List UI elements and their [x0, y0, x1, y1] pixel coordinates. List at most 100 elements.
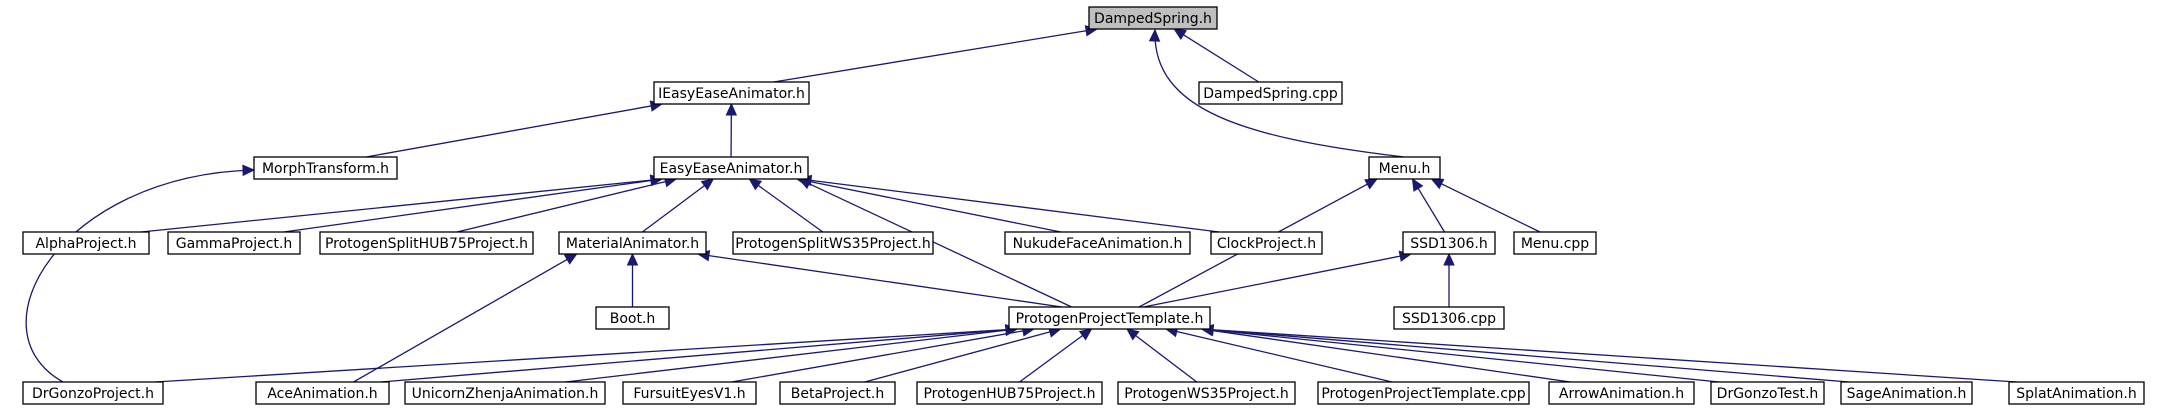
node-drgonzotest[interactable]: DrGonzoTest.h — [1710, 381, 1825, 405]
node-label: SSD1306.cpp — [1402, 311, 1496, 327]
edge-fursuit-to-ppt_h — [731, 330, 1024, 383]
node-box — [22, 381, 164, 405]
node-alpha[interactable]: AlphaProject.h — [22, 231, 150, 255]
edge-drgonzo-to-morph — [25, 169, 255, 383]
node-box — [1513, 231, 1597, 255]
node-gamma[interactable]: GammaProject.h — [167, 231, 301, 255]
node-label: BetaProject.h — [791, 386, 885, 402]
node-beta[interactable]: BetaProject.h — [779, 381, 896, 405]
node-box — [1402, 231, 1496, 255]
node-ppt-cpp[interactable]: ProtogenProjectTemplate.cpp — [1317, 381, 1530, 405]
node-box — [167, 231, 301, 255]
edge-menu_h-to-damped_h — [1154, 29, 1405, 158]
node-label: ArrowAnimation.h — [1559, 386, 1684, 402]
arrowhead-ppt_h — [1125, 328, 1140, 341]
node-damped-cpp[interactable]: DampedSpring.cpp — [1198, 81, 1343, 105]
node-phub75[interactable]: ProtogenHUB75Project.h — [916, 381, 1103, 405]
edge-gamma-to-easy — [283, 179, 652, 233]
edge-ssd_h-to-menu_h — [1417, 188, 1446, 233]
node-splat[interactable]: SplatAnimation.h — [2008, 381, 2145, 405]
node-menu-cpp[interactable]: Menu.cpp — [1513, 231, 1597, 255]
node-pws35[interactable]: ProtogenWS35Project.h — [1117, 381, 1296, 405]
node-unicorn[interactable]: UnicornZhenjaAnimation.h — [404, 381, 606, 405]
node-ieasy[interactable]: IEasyEaseAnimator.h — [653, 81, 810, 105]
arrowhead-ssd_h — [1443, 252, 1455, 266]
node-nukude[interactable]: NukudeFaceAnimation.h — [1004, 231, 1191, 255]
node-box — [779, 381, 896, 405]
node-box — [1393, 306, 1505, 330]
node-label: SSD1306.h — [1410, 236, 1488, 252]
node-box — [595, 306, 670, 330]
edge-ppt_h-to-material — [708, 254, 1062, 308]
node-morph[interactable]: MorphTransform.h — [253, 156, 398, 180]
node-box — [1117, 381, 1296, 405]
node-box — [1004, 231, 1191, 255]
node-clock[interactable]: ClockProject.h — [1210, 231, 1323, 255]
node-box — [22, 231, 150, 255]
node-box — [732, 231, 934, 255]
arrowhead-easy — [748, 178, 763, 191]
arrowhead-ppt_h — [1078, 328, 1093, 341]
node-ace[interactable]: AceAnimation.h — [255, 381, 390, 405]
edge-beta-to-ppt_h — [864, 331, 1051, 383]
node-ssd-h[interactable]: SSD1306.h — [1402, 231, 1496, 255]
edge-sage-to-ppt_h — [1212, 329, 1850, 383]
node-box — [1088, 6, 1218, 30]
node-label: NukudeFaceAnimation.h — [1013, 236, 1183, 252]
node-material[interactable]: MaterialAnimator.h — [558, 231, 707, 255]
node-sage[interactable]: SageAnimation.h — [1840, 381, 1973, 405]
node-fursuit[interactable]: FursuitEyesV1.h — [622, 381, 757, 405]
edge-splat-to-ppt_h — [1212, 329, 2018, 383]
node-psh75[interactable]: ProtogenSplitHUB75Project.h — [319, 231, 534, 255]
node-label: Menu.h — [1379, 161, 1431, 177]
node-label: AlphaProject.h — [35, 236, 136, 252]
node-box — [319, 231, 534, 255]
node-arrow-anim[interactable]: ArrowAnimation.h — [1548, 381, 1695, 405]
node-ppt-h[interactable]: ProtogenProjectTemplate.h — [1008, 306, 1211, 330]
node-label: SageAnimation.h — [1847, 386, 1967, 402]
node-label: ProtogenProjectTemplate.h — [1016, 311, 1204, 327]
node-drgonzo[interactable]: DrGonzoProject.h — [22, 381, 164, 405]
node-damped-h[interactable]: DampedSpring.h — [1088, 6, 1218, 30]
node-boot[interactable]: Boot.h — [595, 306, 670, 330]
node-box — [916, 381, 1103, 405]
edge-clock-to-easy — [810, 179, 1220, 233]
node-label: DrGonzoProject.h — [32, 386, 154, 402]
edge-unicorn-to-ppt_h — [565, 329, 1007, 383]
graph-edges — [25, 25, 2018, 383]
node-ssd-cpp[interactable]: SSD1306.cpp — [1393, 306, 1505, 330]
arrowhead-menu_h — [1364, 178, 1379, 190]
edge-ace-to-ppt_h — [380, 329, 1007, 383]
node-box — [1198, 81, 1343, 105]
edge-morph-to-ieasy — [365, 105, 652, 158]
node-label: ProtogenSplitHUB75Project.h — [325, 236, 528, 252]
node-box — [1710, 381, 1825, 405]
edge-nukude-to-easy — [807, 180, 1061, 233]
edge-psws35-to-easy — [757, 184, 824, 233]
node-easy[interactable]: EasyEaseAnimator.h — [653, 156, 809, 180]
node-box — [1317, 381, 1530, 405]
edge-psh75-to-easy — [456, 180, 666, 233]
node-label: EasyEaseAnimator.h — [660, 161, 803, 177]
node-label: DrGonzoTest.h — [1717, 386, 1819, 402]
node-menu-h[interactable]: Menu.h — [1368, 156, 1441, 180]
edge-drgonzotest-to-ppt_h — [1212, 329, 1720, 383]
node-label: ProtogenProjectTemplate.cpp — [1321, 386, 1525, 402]
edge-damped_cpp-to-damped_h — [1183, 34, 1260, 83]
arrowhead-damped_h — [1173, 28, 1187, 41]
node-label: ProtogenSplitWS35Project.h — [735, 236, 930, 252]
arrowhead-menu_h — [1411, 177, 1424, 192]
arrowhead-material — [626, 252, 639, 266]
node-label: MaterialAnimator.h — [566, 236, 699, 252]
node-box — [558, 231, 707, 255]
node-box — [653, 81, 810, 105]
node-box — [1008, 306, 1211, 330]
edge-menu_cpp-to-menu_h — [1441, 183, 1541, 233]
node-box — [2008, 381, 2145, 405]
node-psws35[interactable]: ProtogenSplitWS35Project.h — [732, 231, 934, 255]
node-box — [622, 381, 757, 405]
node-box — [255, 381, 390, 405]
node-label: ClockProject.h — [1217, 236, 1316, 252]
